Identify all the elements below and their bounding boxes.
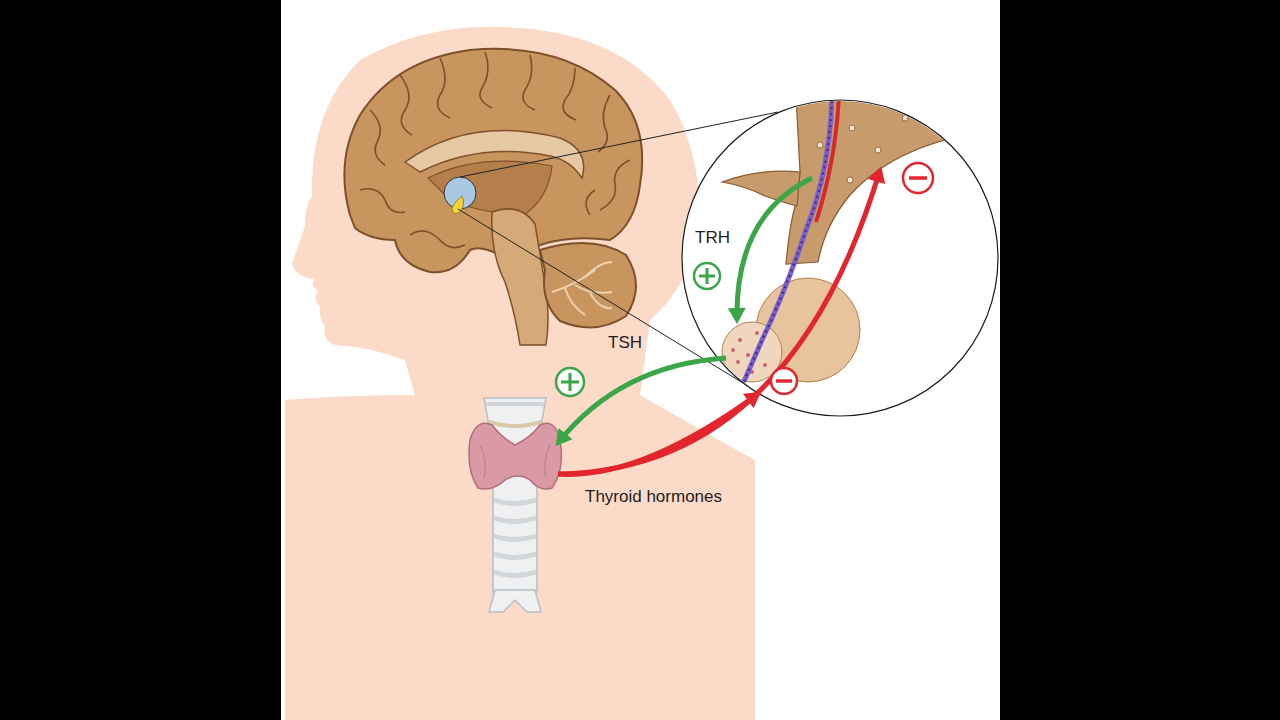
hypothalamus-tissue bbox=[786, 95, 1000, 264]
gyrus bbox=[370, 110, 385, 165]
gyrus bbox=[360, 189, 405, 213]
cell bbox=[736, 360, 740, 364]
gyrus bbox=[523, 55, 535, 110]
portal-vessel bbox=[742, 95, 832, 386]
portal-vessel-dots bbox=[742, 95, 832, 386]
plus-sign bbox=[561, 373, 579, 391]
branch bbox=[565, 288, 585, 315]
inhibiting-arrow bbox=[558, 394, 758, 474]
plus-symbol bbox=[556, 368, 584, 396]
minus-symbol bbox=[771, 368, 797, 394]
arbor-vitae bbox=[552, 262, 612, 315]
hormone-label: Thyroid hormones bbox=[585, 487, 722, 507]
cell bbox=[731, 348, 735, 352]
neuron bbox=[875, 147, 881, 153]
stimulating-arrow bbox=[737, 178, 812, 320]
plus-symbol bbox=[694, 263, 720, 289]
ring bbox=[494, 554, 536, 558]
cell bbox=[763, 363, 767, 367]
diencephalon bbox=[428, 161, 552, 216]
ring bbox=[494, 572, 536, 576]
cell bbox=[755, 331, 759, 335]
neuron bbox=[817, 142, 823, 148]
gyrus bbox=[480, 52, 492, 108]
ring bbox=[494, 518, 536, 522]
larynx-ring bbox=[489, 422, 541, 426]
larynx-ring bbox=[486, 402, 544, 406]
bronchi bbox=[489, 590, 541, 612]
zoom-content bbox=[722, 95, 1000, 386]
minus-sign bbox=[909, 176, 927, 180]
minus-circle bbox=[771, 368, 797, 394]
hormone-label: TSH bbox=[608, 333, 642, 353]
hormone-label: TRH bbox=[695, 228, 730, 248]
minus-circle bbox=[903, 163, 933, 193]
plus-circle bbox=[556, 368, 584, 396]
cell bbox=[738, 338, 742, 342]
artery bbox=[816, 95, 839, 222]
brainstem bbox=[492, 209, 548, 345]
trachea-rings bbox=[494, 500, 536, 576]
minus-sign bbox=[776, 379, 792, 383]
gyrus bbox=[600, 160, 630, 210]
thyroid-gland bbox=[469, 423, 561, 489]
gyrus bbox=[586, 190, 595, 215]
white-ground bbox=[281, 0, 1000, 720]
neuron bbox=[849, 125, 855, 131]
minus-symbol bbox=[903, 163, 933, 193]
plus-circle bbox=[694, 263, 720, 289]
thyroid-shading bbox=[480, 445, 550, 478]
ring bbox=[494, 500, 536, 504]
gyrus bbox=[563, 68, 576, 120]
inhibiting-arrow bbox=[558, 170, 880, 474]
plus-sign bbox=[699, 268, 715, 284]
ring bbox=[494, 536, 536, 540]
neuron bbox=[847, 177, 853, 183]
gyrus bbox=[438, 58, 450, 118]
cell bbox=[746, 353, 750, 357]
gyrus bbox=[400, 75, 412, 135]
neuron bbox=[902, 115, 908, 121]
brain bbox=[344, 49, 642, 345]
gyrus bbox=[598, 95, 610, 152]
cerebellum bbox=[540, 243, 636, 327]
optic-chiasm bbox=[722, 171, 800, 206]
branch bbox=[585, 262, 612, 277]
gyrus bbox=[410, 231, 465, 248]
